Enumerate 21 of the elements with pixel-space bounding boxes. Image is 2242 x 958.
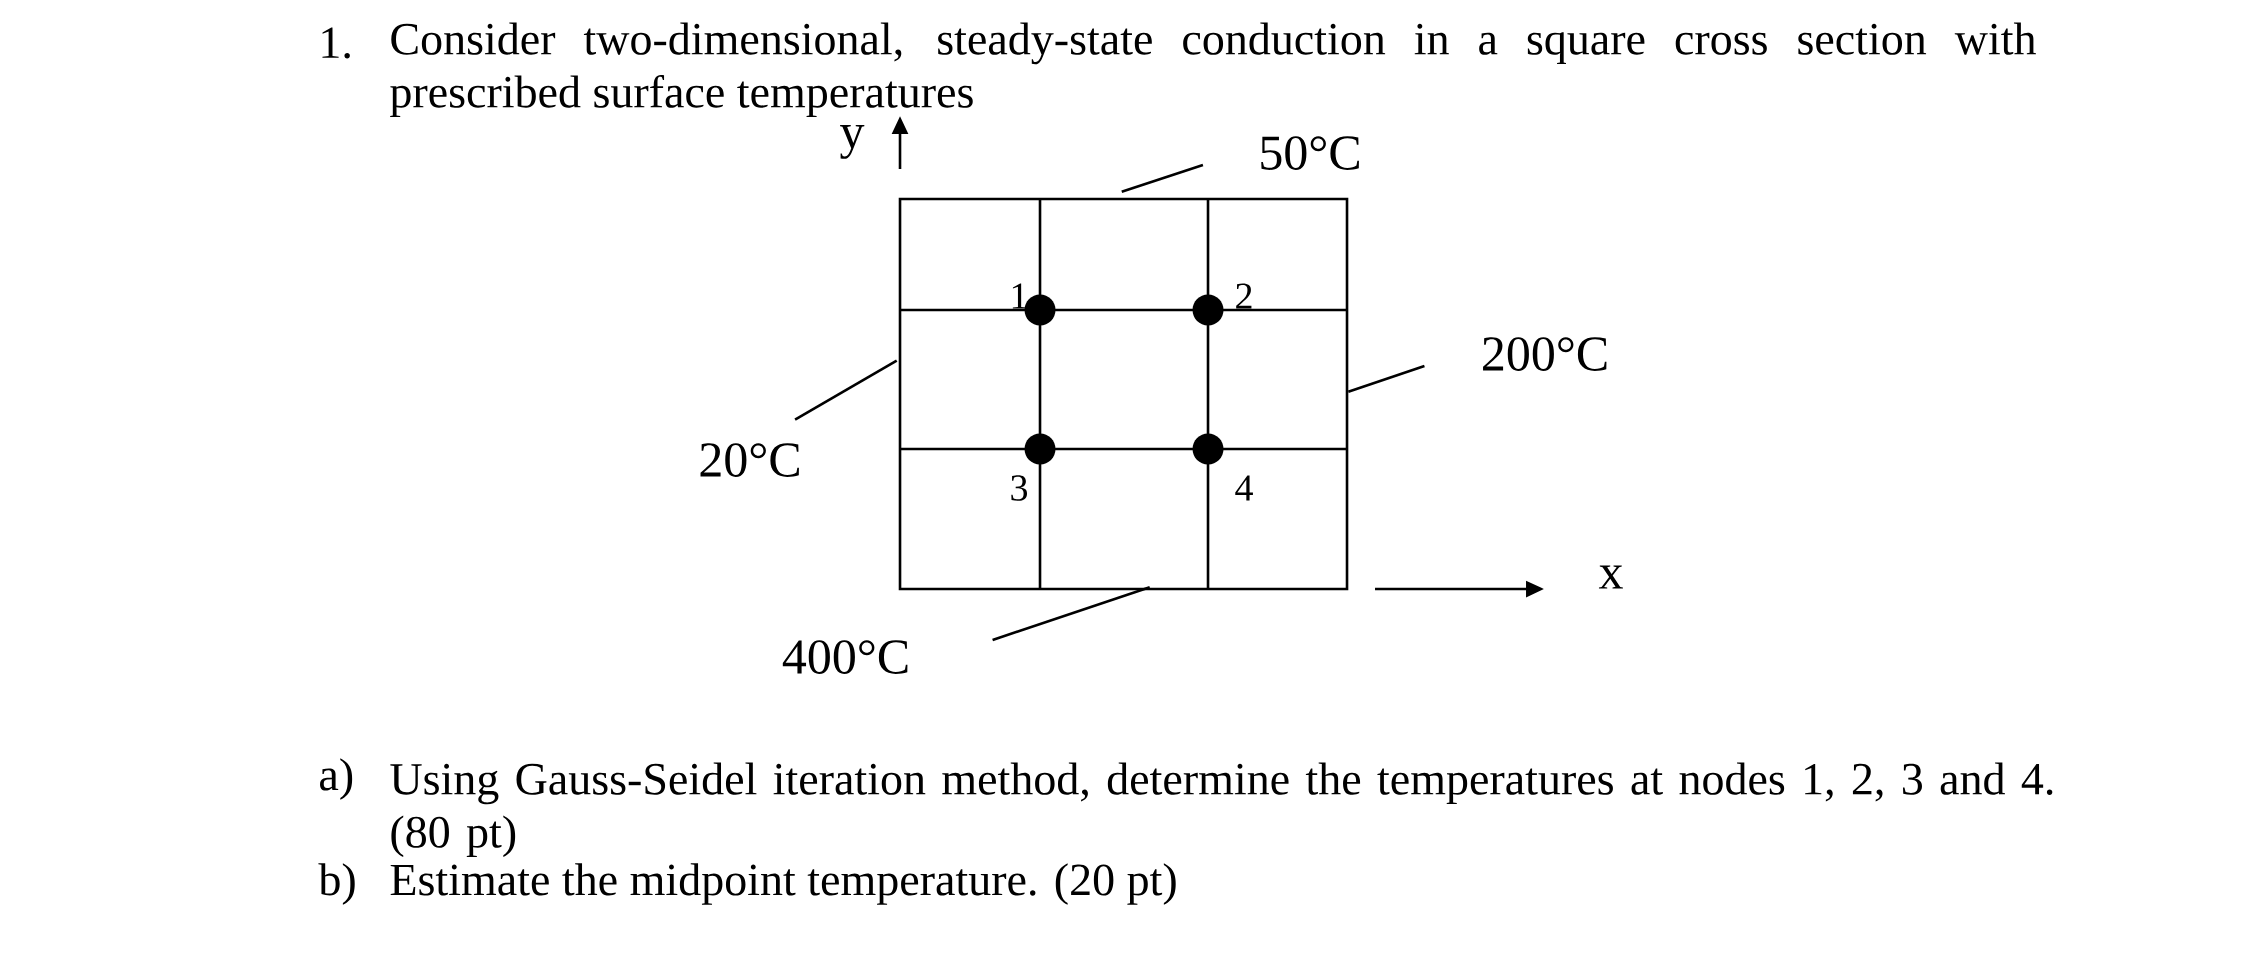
- node-number: 2: [1236, 283, 1252, 309]
- temperature-label: 50°C: [1261, 136, 1359, 170]
- leader-line: [1347, 364, 1425, 393]
- temperature-label: 400°C: [782, 640, 908, 674]
- item-number: a): [320, 758, 353, 800]
- node-number: 4: [1235, 475, 1253, 501]
- question-text: Estimate the midpoint temperature. (20 pt): [390, 863, 1176, 905]
- node-number: 1: [1012, 283, 1027, 309]
- temperature-label: 200°C: [1483, 337, 1607, 371]
- square-plate: [898, 197, 1349, 591]
- leader-line: [992, 586, 1151, 642]
- leader-line: [1121, 163, 1204, 193]
- leader-line: [794, 359, 898, 421]
- question-text: Using Gauss-Seidel iteration method, determine the temperatures at nodes 1, 2, 3 and 4. (80 pt): [390, 762, 2053, 858]
- node-number: 3: [1011, 475, 1027, 501]
- item-number: b): [318, 863, 355, 905]
- axis-label: y: [840, 125, 865, 159]
- item-number: 1.: [322, 27, 350, 59]
- axis-label: x: [1598, 565, 1623, 589]
- temperature-label: 20°C: [700, 443, 799, 477]
- question-text: Consider two-dimensional, steady-state conduction in a square cross section with prescribed surface temperatures: [390, 22, 2036, 118]
